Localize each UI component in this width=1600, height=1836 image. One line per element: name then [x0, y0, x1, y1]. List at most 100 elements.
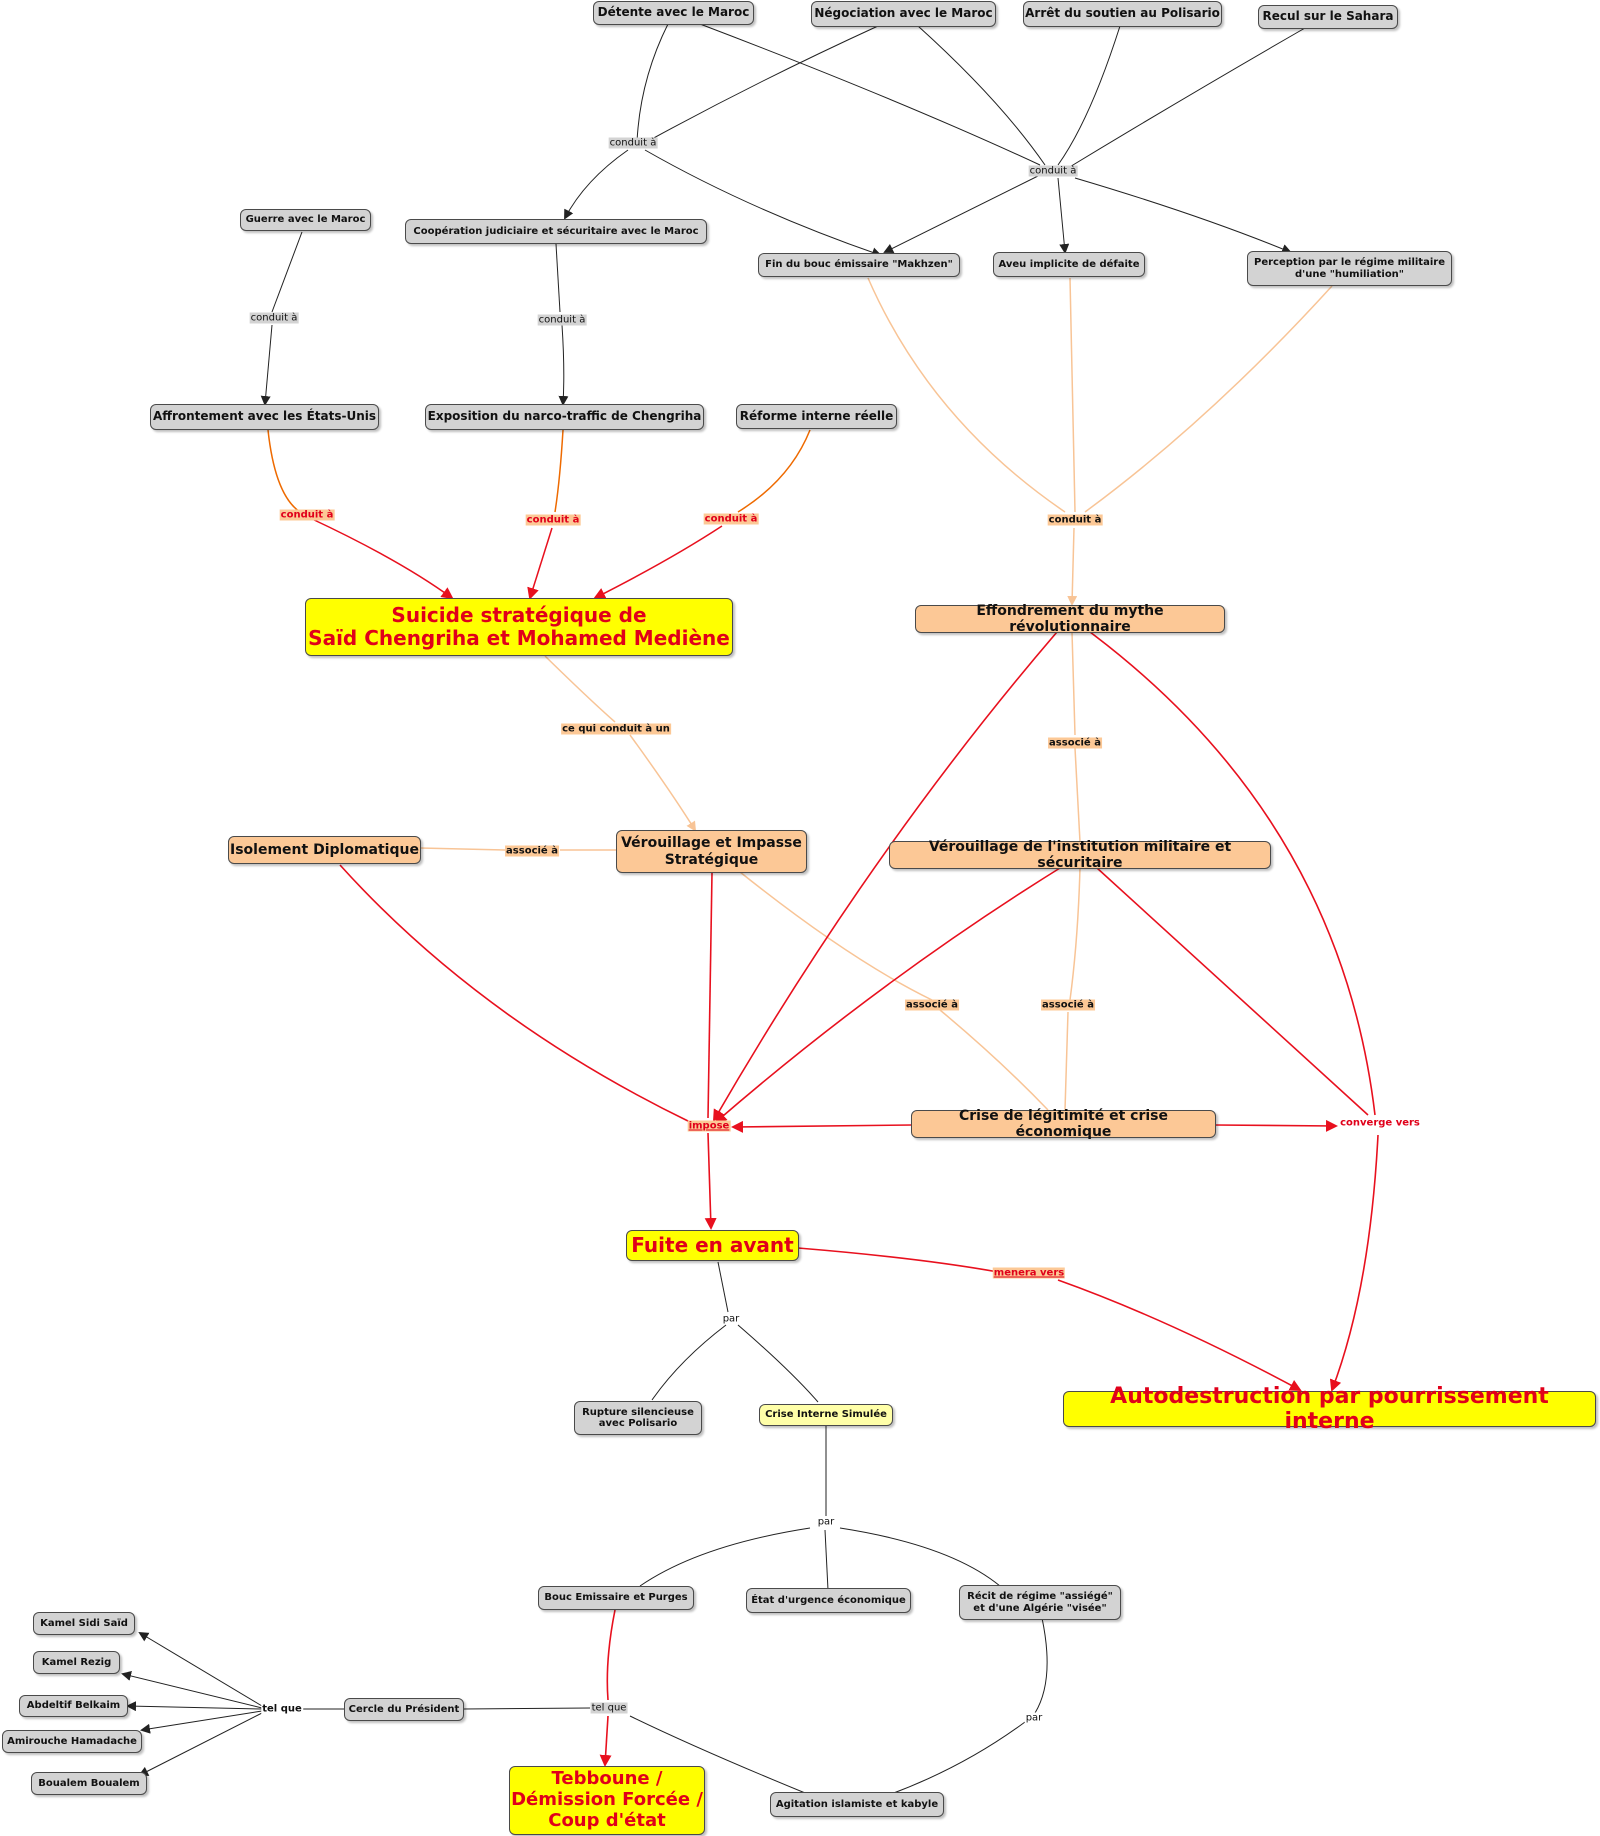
label-conduit-a: conduit à — [703, 513, 759, 525]
label-par: par — [816, 1516, 836, 1528]
edge-crise-impose — [731, 1120, 913, 1133]
edge-conduit2-finbouc — [883, 174, 1041, 253]
label-conduit-a: conduit à — [537, 314, 587, 326]
edge-effondrement-converge — [1089, 631, 1376, 1116]
edge-institution-impose — [714, 867, 1061, 1124]
label-associe-a: associé à — [905, 999, 959, 1011]
edge-conduit-suicide-b — [527, 527, 553, 600]
node-verrouillage-impasse[interactable]: Vérouillage et Impasse Stratégique — [616, 830, 807, 873]
node-crise-legitimite[interactable]: Crise de légitimité et crise économique — [911, 1108, 1216, 1140]
label-conduit-a: conduit à — [1047, 514, 1103, 526]
edge-cercle-telque — [462, 1707, 591, 1710]
edge-detente-conduit1 — [636, 23, 669, 143]
node-exposition-narco-traffic[interactable]: Exposition du narco-traffic de Chengriha — [425, 404, 704, 430]
edge-impose-fuite — [704, 1132, 717, 1230]
label-impose: impose — [687, 1120, 731, 1132]
edge-telque-abdeltif — [126, 1701, 263, 1712]
node-kamel-sidi-said[interactable]: Kamel Sidi Saïd — [33, 1612, 135, 1635]
edge-conduit-exposition — [558, 324, 569, 406]
node-cooperation-judiciaire[interactable]: Coopération judiciaire et sécuritaire av… — [405, 219, 707, 244]
label-conduit-a: conduit à — [608, 137, 658, 149]
edge-cooperation-conduit — [555, 243, 561, 313]
edge-associe-crise — [939, 1009, 1049, 1111]
node-guerre-maroc[interactable]: Guerre avec le Maroc — [240, 209, 371, 231]
edge-finbouc-conduit — [867, 277, 1066, 513]
edge-institution-associe — [1069, 867, 1081, 1001]
edge-negociation-conduit1 — [649, 25, 879, 141]
node-agitation-islamiste-kabyle[interactable]: Agitation islamiste et kabyle — [770, 1792, 944, 1817]
edge-associe-institution — [1074, 747, 1081, 843]
node-etat-urgence[interactable]: État d'urgence économique — [746, 1588, 911, 1613]
node-tebboune[interactable]: Tebboune / Démission Forcée / Coup d'éta… — [509, 1766, 705, 1835]
label-associe-a: associé à — [1048, 737, 1102, 749]
edge-reforme-conduit — [737, 429, 811, 513]
node-affrontement-etats-unis[interactable]: Affrontement avec les États-Unis — [150, 404, 379, 430]
edge-suicide-ceqi — [544, 655, 616, 723]
node-aveu-defaite[interactable]: Aveu implicite de défaite — [993, 252, 1145, 277]
edge-bouc-telque — [606, 1609, 616, 1701]
edge-conduit-effondrement — [1067, 527, 1078, 606]
node-perception-humiliation[interactable]: Perception par le régime militaire d'une… — [1247, 251, 1452, 286]
node-effondrement-mythe[interactable]: Effondrement du mythe révolutionnaire — [915, 603, 1225, 635]
edge-recit-par — [1034, 1617, 1048, 1714]
edge-conduit2-aveu — [1057, 177, 1070, 254]
label-conduit-a: conduit à — [1028, 165, 1078, 177]
edge-perception-conduit — [1084, 285, 1333, 513]
node-negociation-maroc[interactable]: Négociation avec le Maroc — [811, 1, 996, 27]
edge-par-etat — [824, 1529, 829, 1591]
node-abdeltif-belkaim[interactable]: Abdeltif Belkaim — [19, 1695, 128, 1717]
node-boualem-boualem[interactable]: Boualem Boualem — [31, 1772, 147, 1795]
edge-institution-converge — [1096, 867, 1369, 1116]
label-converge-vers: converge vers — [1340, 1117, 1420, 1129]
edge-recul-conduit2 — [1067, 27, 1306, 169]
edge-isolement-impose — [339, 864, 691, 1123]
edge-telque-boualem — [138, 1712, 263, 1776]
label-conduit-a: conduit à — [279, 509, 335, 521]
edge-telque-kamelrezig — [121, 1671, 263, 1709]
edge-detente-conduit2 — [699, 23, 1041, 166]
node-fuite-en-avant[interactable]: Fuite en avant — [626, 1230, 799, 1261]
edge-affrontement-conduit — [267, 429, 301, 513]
edge-conduit2-perception — [1074, 177, 1292, 254]
edge-telque-amirouche — [140, 1710, 263, 1734]
node-suicide-strategique[interactable]: Suicide stratégique de Saïd Chengriha et… — [305, 598, 733, 656]
label-tel-que: tel que — [590, 1702, 628, 1714]
edge-effondrement-impose — [712, 631, 1058, 1122]
label-menera-vers: menera vers — [992, 1267, 1066, 1279]
edge-conduit-suicide-a — [309, 517, 454, 600]
edge-arret-conduit2 — [1057, 25, 1121, 166]
edge-negociation-conduit2 — [917, 25, 1046, 166]
edge-crise-converge — [1214, 1119, 1338, 1132]
node-bouc-emissaire-purges[interactable]: Bouc Emissaire et Purges — [538, 1586, 694, 1610]
label-par: par — [1024, 1712, 1044, 1724]
node-cercle-president[interactable]: Cercle du Président — [344, 1698, 464, 1721]
node-autodestruction[interactable]: Autodestruction par pourrissement intern… — [1063, 1384, 1596, 1434]
edge-converge-autodestruction — [1329, 1134, 1379, 1392]
label-par: par — [721, 1313, 741, 1325]
node-recul-sahara[interactable]: Recul sur le Sahara — [1258, 5, 1398, 29]
node-arret-soutien-polisario[interactable]: Arrêt du soutien au Polisario — [1023, 1, 1222, 27]
node-crise-interne-simulee[interactable]: Crise Interne Simulée — [759, 1404, 893, 1426]
node-isolement-diplomatique[interactable]: Isolement Diplomatique — [228, 836, 421, 864]
node-fin-bouc-emissaire[interactable]: Fin du bouc émissaire "Makhzen" — [758, 253, 960, 277]
edge-guerre-conduit — [271, 231, 303, 313]
node-recit-regime[interactable]: Récit de régime "assiégé" et d'une Algér… — [959, 1585, 1121, 1620]
node-amirouche-hamadache[interactable]: Amirouche Hamadache — [2, 1730, 142, 1753]
node-kamel-rezig[interactable]: Kamel Rezig — [33, 1651, 120, 1674]
label-associe-a: associé à — [505, 845, 559, 857]
label-tel-que: tel que — [261, 1703, 303, 1715]
edge-fuite-menera — [797, 1247, 999, 1273]
edge-conduit1-cooperation — [564, 149, 629, 220]
edge-conduit-affrontement — [260, 324, 273, 406]
edge-par-bouc — [639, 1527, 811, 1587]
node-reforme-interne[interactable]: Réforme interne réelle — [736, 404, 897, 429]
edge-associe-crise2 — [1064, 1011, 1069, 1111]
node-verrouillage-institution[interactable]: Vérouillage de l'institution militaire e… — [889, 839, 1271, 871]
edge-agitation-telque — [629, 1715, 811, 1796]
node-detente-maroc[interactable]: Détente avec le Maroc — [593, 1, 754, 25]
node-rupture-polisario[interactable]: Rupture silencieuse avec Polisario — [574, 1401, 702, 1435]
edge-menera-autodestruction — [1057, 1279, 1302, 1391]
edge-verrouillage-impose — [707, 872, 713, 1119]
edge-par-recit — [839, 1527, 1001, 1587]
